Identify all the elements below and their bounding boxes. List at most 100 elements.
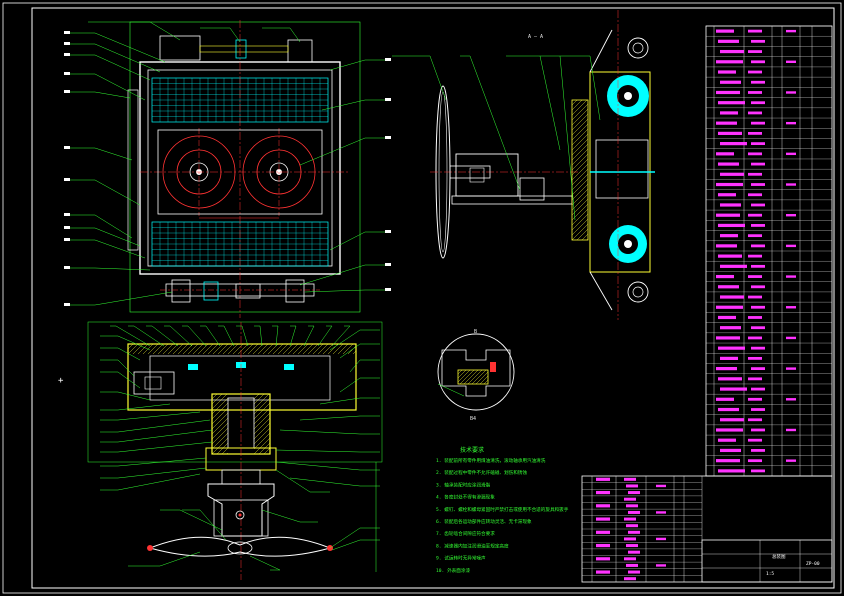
bom-row-code (748, 172, 762, 176)
bom-row-material (786, 60, 796, 63)
bom-row-material (786, 459, 796, 462)
bom-row-code (751, 326, 765, 330)
bom-row-code (751, 142, 765, 146)
bom-row-material (786, 244, 796, 248)
bom-row-code (748, 397, 762, 401)
bom-row-code (751, 408, 765, 411)
bom-row-name (716, 336, 740, 340)
side-bottom-pulley (627, 281, 649, 303)
lower-bom-code (628, 550, 640, 554)
side-lower-drum (609, 225, 647, 263)
note-line: 8. 减速器内加注润滑油至规定高度 (436, 542, 509, 549)
bom-row-name (720, 326, 741, 330)
detail-mark-top: B (474, 329, 477, 335)
bom-row-code (751, 449, 765, 452)
note-line: 6. 装配后各运动部件应转动灵活、无卡滞现象 (436, 518, 532, 525)
plan-top-bracket (159, 35, 201, 61)
bom-row-name (720, 111, 738, 115)
lower-bom-qty (656, 511, 666, 514)
bom-row-name (720, 448, 741, 453)
bom-row-name (718, 315, 736, 320)
lower-bom-code (628, 570, 640, 574)
lower-bom-code (624, 577, 636, 581)
bom-row-code (748, 70, 762, 74)
bom-row-code (751, 305, 765, 309)
bom-row-material (786, 183, 796, 186)
plan-leaders-right (299, 59, 385, 293)
bom-row-name (716, 244, 737, 248)
title-block: 总装图 ZP-00 1:5 (581, 475, 833, 583)
detail-view: B B4 (437, 329, 515, 422)
plan-leaders-left (70, 32, 173, 306)
plan-extent-frame (129, 21, 361, 313)
bom-row-material (786, 367, 796, 370)
bom-row-name (716, 121, 737, 125)
section-leaders-left (100, 335, 213, 491)
bom-row-code (748, 377, 762, 381)
side-base-plate (451, 195, 573, 205)
detail-leader (437, 383, 465, 397)
note-line: 1. 装配前所有零件用煤油清洗，滚动轴承用汽油清洗 (436, 457, 546, 464)
section-housing (127, 343, 357, 411)
bom-row-name (720, 234, 738, 238)
bom-row-name (716, 182, 743, 187)
plan-top-coupling (235, 39, 247, 59)
plan-view (64, 20, 391, 318)
bom-row-code (748, 438, 762, 442)
lower-bom-qty (656, 564, 666, 567)
bom-row-name (716, 459, 740, 463)
bom-row-code (751, 285, 765, 289)
drawing-title: 总装图 (772, 553, 786, 560)
detail-insert (457, 369, 489, 385)
stand-handwheel (148, 536, 332, 557)
stand-bolt-center (238, 513, 242, 517)
bom-row-name (720, 387, 747, 391)
bom-row-name (720, 172, 744, 176)
bom-row-name (718, 39, 739, 43)
lower-bom-code (626, 544, 638, 548)
bom-row-code (748, 111, 762, 115)
bom-row-code (748, 336, 762, 340)
bom-row-code (748, 29, 762, 33)
section-leaders-top (110, 325, 351, 347)
bom-row-name (718, 377, 742, 381)
notes-title: 技术要求 (460, 446, 484, 454)
bom-row-name (716, 305, 743, 309)
bom-row-name (720, 418, 744, 422)
plan-top-bearing (287, 39, 313, 63)
note-line: 10. 外表面涂漆 (436, 567, 470, 574)
detail-red-part (490, 362, 496, 372)
lower-bom-code (624, 557, 636, 561)
bom-row-name (716, 90, 740, 95)
drawing-number: ZP-00 (806, 561, 820, 567)
bom-table (705, 25, 833, 477)
lower-bom-code (624, 537, 636, 541)
bom-row-code (751, 244, 765, 248)
bom-row-code (748, 356, 762, 360)
lower-bom-code (626, 563, 638, 567)
lower-bom-code (626, 524, 638, 528)
bom-row-name (718, 193, 736, 197)
stand-plate (213, 499, 269, 537)
bom-row-code (751, 469, 765, 473)
bom-row-code (751, 203, 765, 207)
bom-row-name (718, 469, 745, 473)
drawing-scale: 1:5 (766, 571, 774, 577)
bom-row-code (748, 275, 762, 278)
stand-view (128, 462, 380, 572)
bom-row-code (751, 387, 765, 391)
side-view: A — A (392, 10, 655, 320)
detail-circle (437, 333, 515, 411)
bom-row-code (751, 80, 765, 84)
note-line: 7. 齿轮啮合间隙应符合要求 (436, 530, 495, 537)
plan-gearbox (157, 129, 323, 215)
bom-row-name (720, 295, 744, 299)
drawing-frame (31, 7, 835, 589)
bom-row-code (748, 459, 762, 463)
stand-bolt (235, 510, 245, 520)
side-top-arm (589, 29, 613, 73)
section-inner-cavity (149, 355, 331, 401)
lower-bom-code (628, 491, 640, 495)
